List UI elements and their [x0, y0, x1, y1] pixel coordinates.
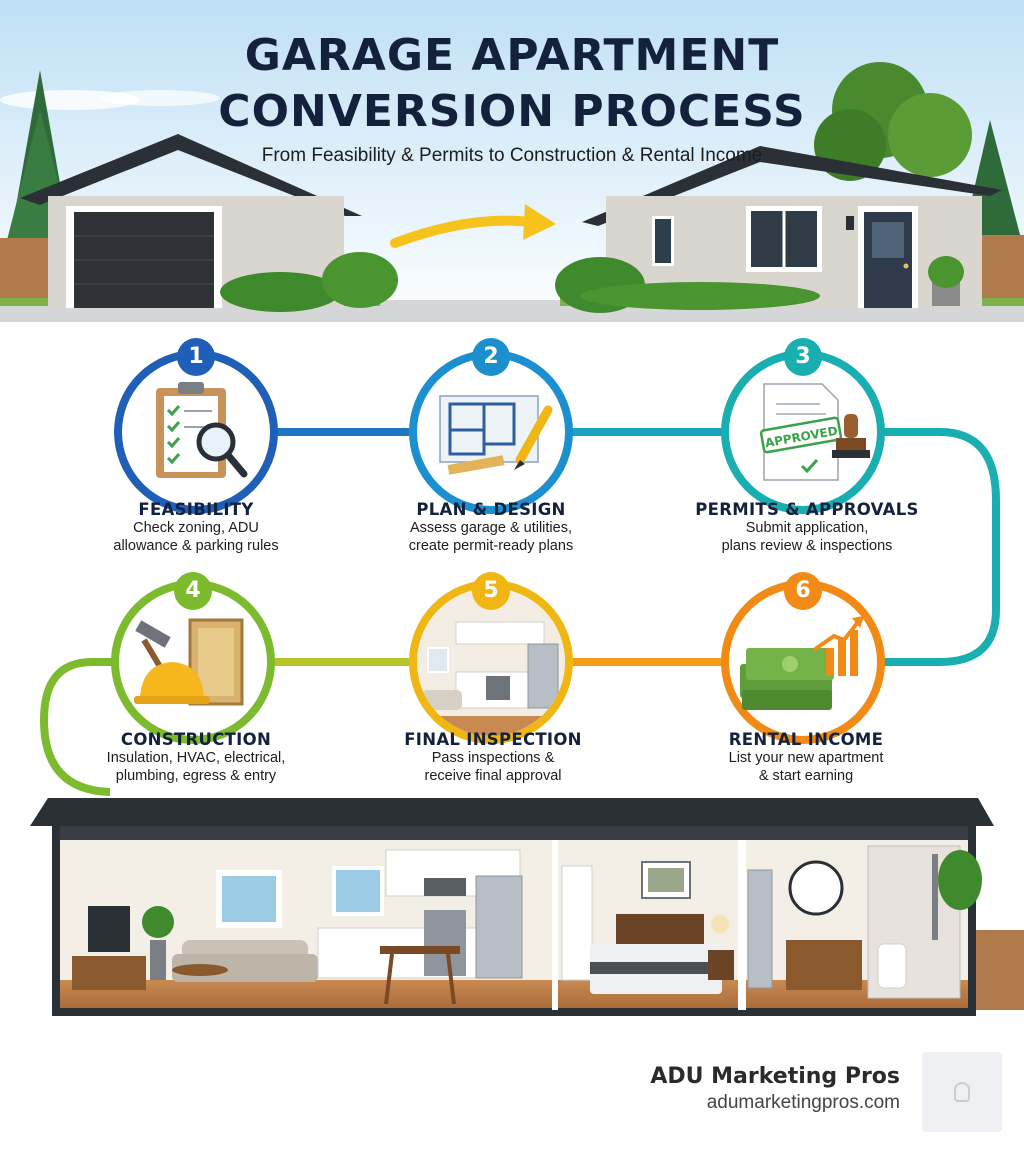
step-4-line-1: Insulation, HVAC, electrical,: [106, 750, 286, 766]
step-4-title: CONSTRUCTION: [120, 730, 272, 749]
step-3-title: PERMITS & APPROVALS: [695, 500, 919, 519]
step-3-number-badge: 3: [784, 338, 822, 376]
fence-left: [0, 238, 52, 308]
step-6-caption: RENTAL INCOME List your new apartment & …: [676, 730, 936, 785]
step-2-line-1: Assess garage & utilities,: [410, 520, 572, 536]
hardhat-hammer-icon: [134, 618, 244, 706]
clipboard-magnifier-icon: [156, 382, 248, 478]
step-3-caption: PERMITS & APPROVALS Submit application, …: [677, 500, 937, 555]
money-chart-icon: [740, 616, 864, 710]
step-5-line-2: receive final approval: [424, 768, 562, 784]
step-5-caption: FINAL INSPECTION Pass inspections & rece…: [363, 730, 623, 785]
page-title-line-2: CONVERSION PROCESS: [218, 86, 806, 137]
step-2-title: PLAN & DESIGN: [416, 500, 566, 519]
step-2-line-2: create permit-ready plans: [408, 538, 574, 554]
step-2-number-badge: 2: [472, 338, 510, 376]
blueprint-pencil-icon: [439, 395, 553, 475]
step-3-line-1: Submit application,: [745, 520, 869, 536]
step-4-caption: CONSTRUCTION Insulation, HVAC, electrica…: [66, 730, 326, 785]
step-4-line-2: plumbing, egress & entry: [115, 768, 277, 784]
fence-right: [980, 235, 1024, 307]
step-1-line-2: allowance & parking rules: [113, 538, 279, 554]
logo-placeholder-icon: [922, 1052, 1002, 1132]
step-3-line-2: plans review & inspections: [721, 538, 893, 554]
converted-apartment-illustration: [555, 146, 1002, 313]
approved-stamp-icon: APPROVED: [759, 383, 870, 481]
process-path: [39, 428, 1000, 796]
step-1-title: FEASIBILITY: [138, 500, 254, 519]
step-6-line-1: List your new apartment: [728, 750, 884, 766]
step-1-line-1: Check zoning, ADU: [133, 520, 259, 536]
step-5-line-1: Pass inspections &: [431, 750, 555, 766]
step-1-number-badge: 1: [177, 338, 215, 376]
page-subtitle: From Feasibility & Permits to Constructi…: [261, 145, 763, 166]
interior-cutaway-illustration: [30, 798, 1024, 1016]
step-6-line-2: & start earning: [758, 768, 854, 784]
step-4-number-badge: 4: [174, 572, 212, 610]
page-title-line-1: GARAGE APARTMENT: [244, 30, 780, 81]
step-6-title: RENTAL INCOME: [728, 730, 884, 749]
transformation-arrow-icon: [390, 204, 556, 248]
step-2-caption: PLAN & DESIGN Assess garage & utilities,…: [361, 500, 621, 555]
step-6-number-badge: 6: [784, 572, 822, 610]
brand-name: ADU Marketing Pros: [650, 1064, 900, 1089]
old-garage-illustration: [20, 134, 398, 312]
step-1-caption: FEASIBILITY Check zoning, ADU allowance …: [66, 500, 326, 555]
brand-url[interactable]: adumarketingpros.com: [706, 1092, 900, 1113]
step-5-number-badge: 5: [472, 572, 510, 610]
step-5-title: FINAL INSPECTION: [404, 730, 582, 749]
